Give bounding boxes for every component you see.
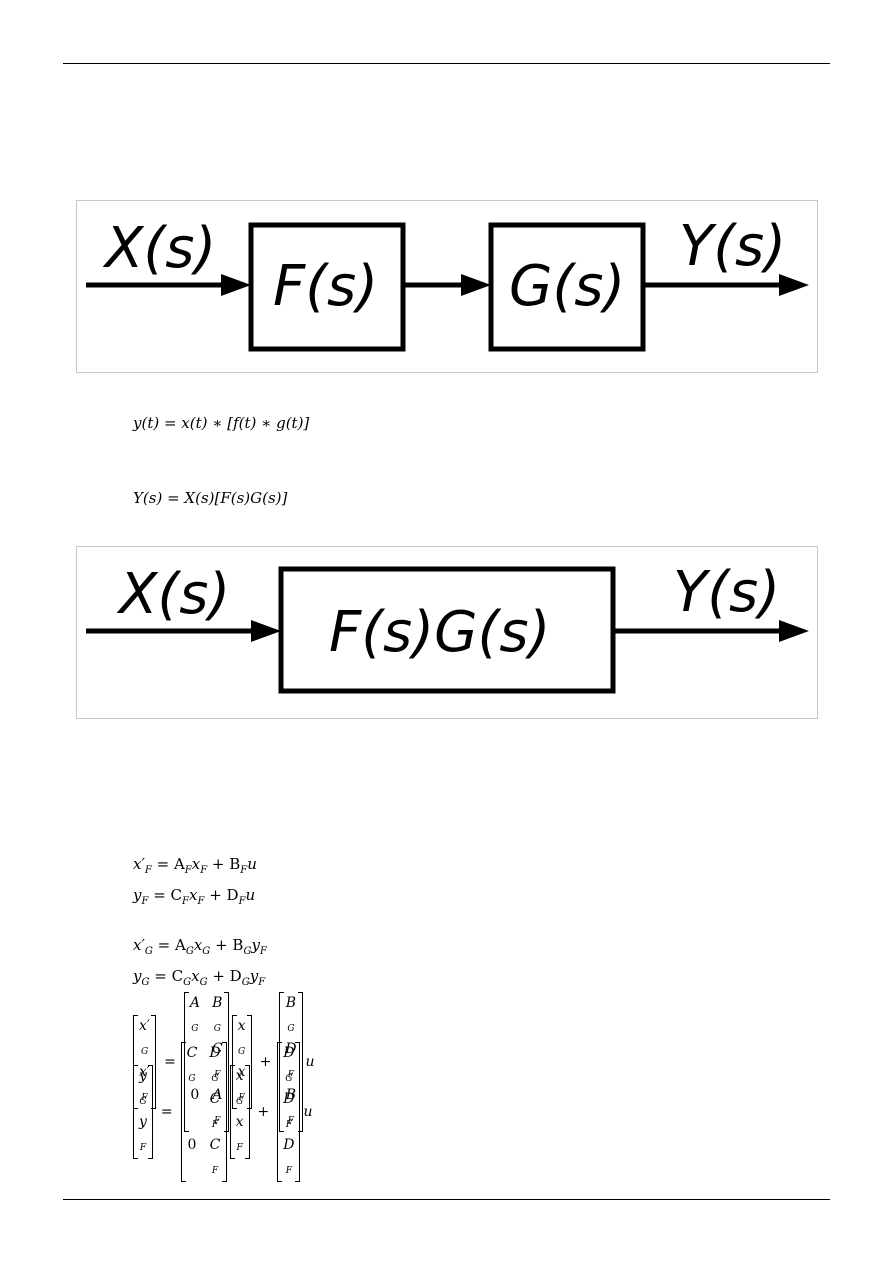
input-arrowhead [221,274,251,296]
state-eq-g-2: yG = CGxG + DGyF [133,967,266,988]
state-eq-f-2: yF = CFxF + DFu [133,886,256,907]
equals-sign: = [164,1054,176,1070]
plus-sign: + [259,1054,272,1070]
state-eq-f-1: x′F = AFxF + BFu [133,855,257,876]
input-arrowhead [251,620,281,642]
state-space-f: x′F = AFxF + BFu yF = CFxF + DFu [133,852,257,914]
input-label: X(s) [102,216,216,281]
output-label: Y(s) [673,560,780,625]
state-eq-g-1: x′G = AGxG + BGyF [133,936,267,957]
output-arrowhead [779,274,809,296]
input-u: u [303,1104,313,1120]
cascade-diagram-svg: X(s) F(s) G(s) Y(s) [86,214,809,352]
header-rule [63,63,830,64]
input-label: X(s) [116,562,230,627]
equation-time-domain: y(t) = x(t) ∗ [f(t) ∗ g(t)] [133,414,310,432]
output-arrowhead [779,620,809,642]
block-fg-label: F(s)G(s) [329,600,550,665]
equals-sign: = [160,1104,173,1120]
lhs-vector: x′G x′F [133,1015,157,1109]
plus-sign: + [257,1104,270,1120]
block-fg [278,566,616,694]
block-g-label: G(s) [509,254,625,319]
block-diagram-combined: X(s) F(s)G(s) Y(s) [76,546,818,719]
footer-rule [63,1199,830,1200]
output-label: Y(s) [679,214,786,279]
equation-laplace-domain: Y(s) = X(s)[F(s)G(s)] [133,489,288,507]
middle-arrowhead [461,274,491,296]
combined-diagram-svg: X(s) F(s)G(s) Y(s) [86,560,809,694]
state-space-g: x′G = AGxG + BGyF yG = CGxG + DGyF [133,933,267,995]
block-diagram-cascade: X(s) F(s) G(s) Y(s) [76,200,818,373]
block-f-label: F(s) [273,254,378,319]
input-u: u [305,1054,315,1070]
